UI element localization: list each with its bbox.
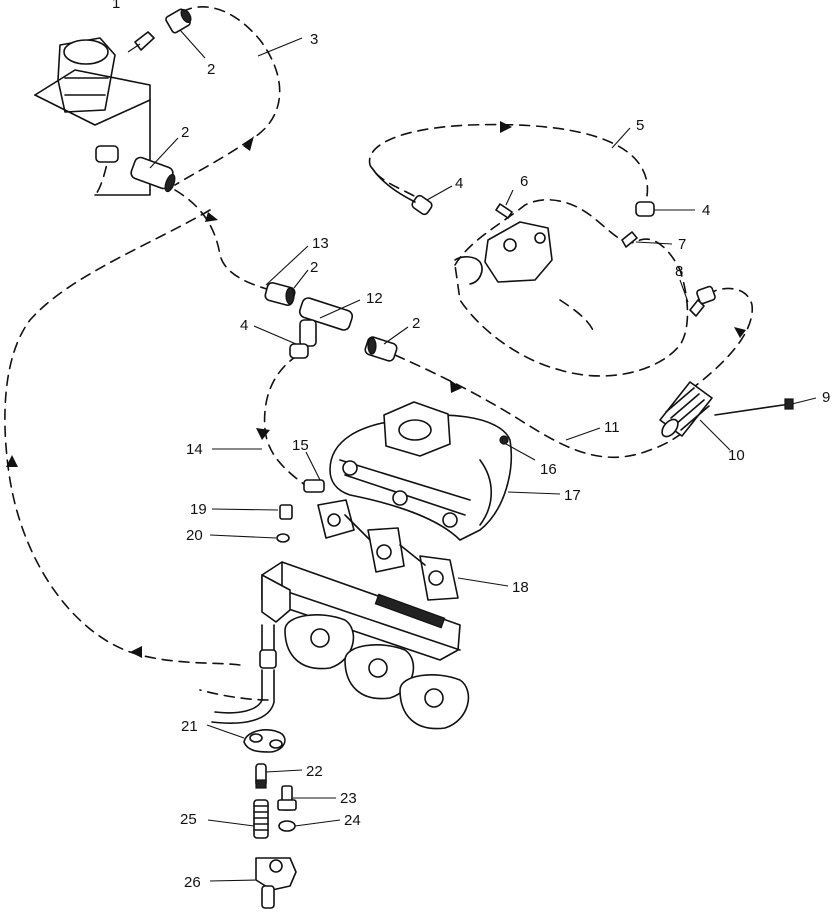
fitting-15 [303, 479, 325, 493]
fitting-6 [495, 203, 513, 219]
callout-2: 2 [181, 124, 189, 141]
callout-25: 25 [180, 811, 197, 828]
coolant-reservoir [34, 37, 151, 196]
callout-11: 11 [604, 419, 620, 436]
callout-3: 3 [310, 31, 318, 48]
callout-10: 10 [728, 447, 745, 464]
callout-2: 2 [207, 61, 215, 78]
callout-numbers: 1 2 3 2 5 4 6 4 7 8 13 2 12 4 2 9 11 10 … [112, 0, 830, 891]
callout-5: 5 [636, 117, 644, 134]
callout-22: 22 [306, 763, 323, 780]
exhaust-gaskets-18 [317, 499, 459, 601]
callout-leaders [149, 29, 817, 882]
spring-25 [253, 799, 269, 839]
callout-1: 1 [112, 0, 120, 12]
callout-16: 16 [540, 461, 557, 478]
callout-21: 21 [181, 718, 198, 735]
bolt-9 [714, 398, 794, 416]
gasket-21 [243, 729, 286, 753]
exhaust-manifold-17 [329, 401, 513, 541]
callout-17: 17 [564, 487, 581, 504]
callout-13: 13 [312, 235, 329, 252]
callout-20: 20 [186, 527, 203, 544]
stud-16 [499, 435, 509, 445]
thermostat-housing-26 [255, 857, 297, 909]
callout-2: 2 [310, 259, 318, 276]
callout-15: 15 [292, 437, 309, 454]
bleeder-screw-23 [277, 785, 297, 811]
fitting-8 [689, 285, 716, 317]
hose-clamp-13 [264, 282, 296, 306]
callout-23: 23 [340, 790, 357, 807]
hose-clamp-4-tee [289, 343, 309, 359]
callout-8: 8 [675, 263, 683, 280]
upper-housing-assembly [454, 199, 689, 377]
head-outlet-pipe [211, 624, 277, 724]
corrugated-hose-10 [659, 381, 713, 438]
callout-18: 18 [512, 579, 529, 596]
callout-26: 26 [184, 874, 201, 891]
callout-24: 24 [344, 812, 361, 829]
bolt-19 [279, 504, 293, 520]
hose-clamp-2-top [165, 8, 192, 34]
callout-2: 2 [412, 315, 420, 332]
washer-24 [278, 820, 296, 832]
callout-4: 4 [240, 317, 248, 334]
callout-12: 12 [366, 290, 383, 307]
flow-arrows [6, 121, 746, 658]
callout-6: 6 [520, 173, 528, 190]
callout-7: 7 [678, 236, 686, 253]
hose-fitting-4-upper [371, 167, 433, 216]
washer-20 [276, 533, 290, 543]
callout-4: 4 [455, 175, 463, 192]
callout-9: 9 [822, 389, 830, 406]
callout-19: 19 [190, 501, 207, 518]
tee-fitting-12 [298, 297, 354, 347]
fitting-1 [127, 31, 155, 53]
cylinder-head-assembly [261, 561, 470, 730]
tank-outlet-clamp-2 [95, 145, 176, 193]
thermostat-22 [255, 763, 267, 789]
fitting-7 [621, 231, 638, 248]
hose-fitting-4-right [635, 201, 655, 217]
callout-14: 14 [186, 441, 203, 458]
callout-4: 4 [702, 202, 710, 219]
hose-clamp-2-tee [364, 336, 398, 362]
